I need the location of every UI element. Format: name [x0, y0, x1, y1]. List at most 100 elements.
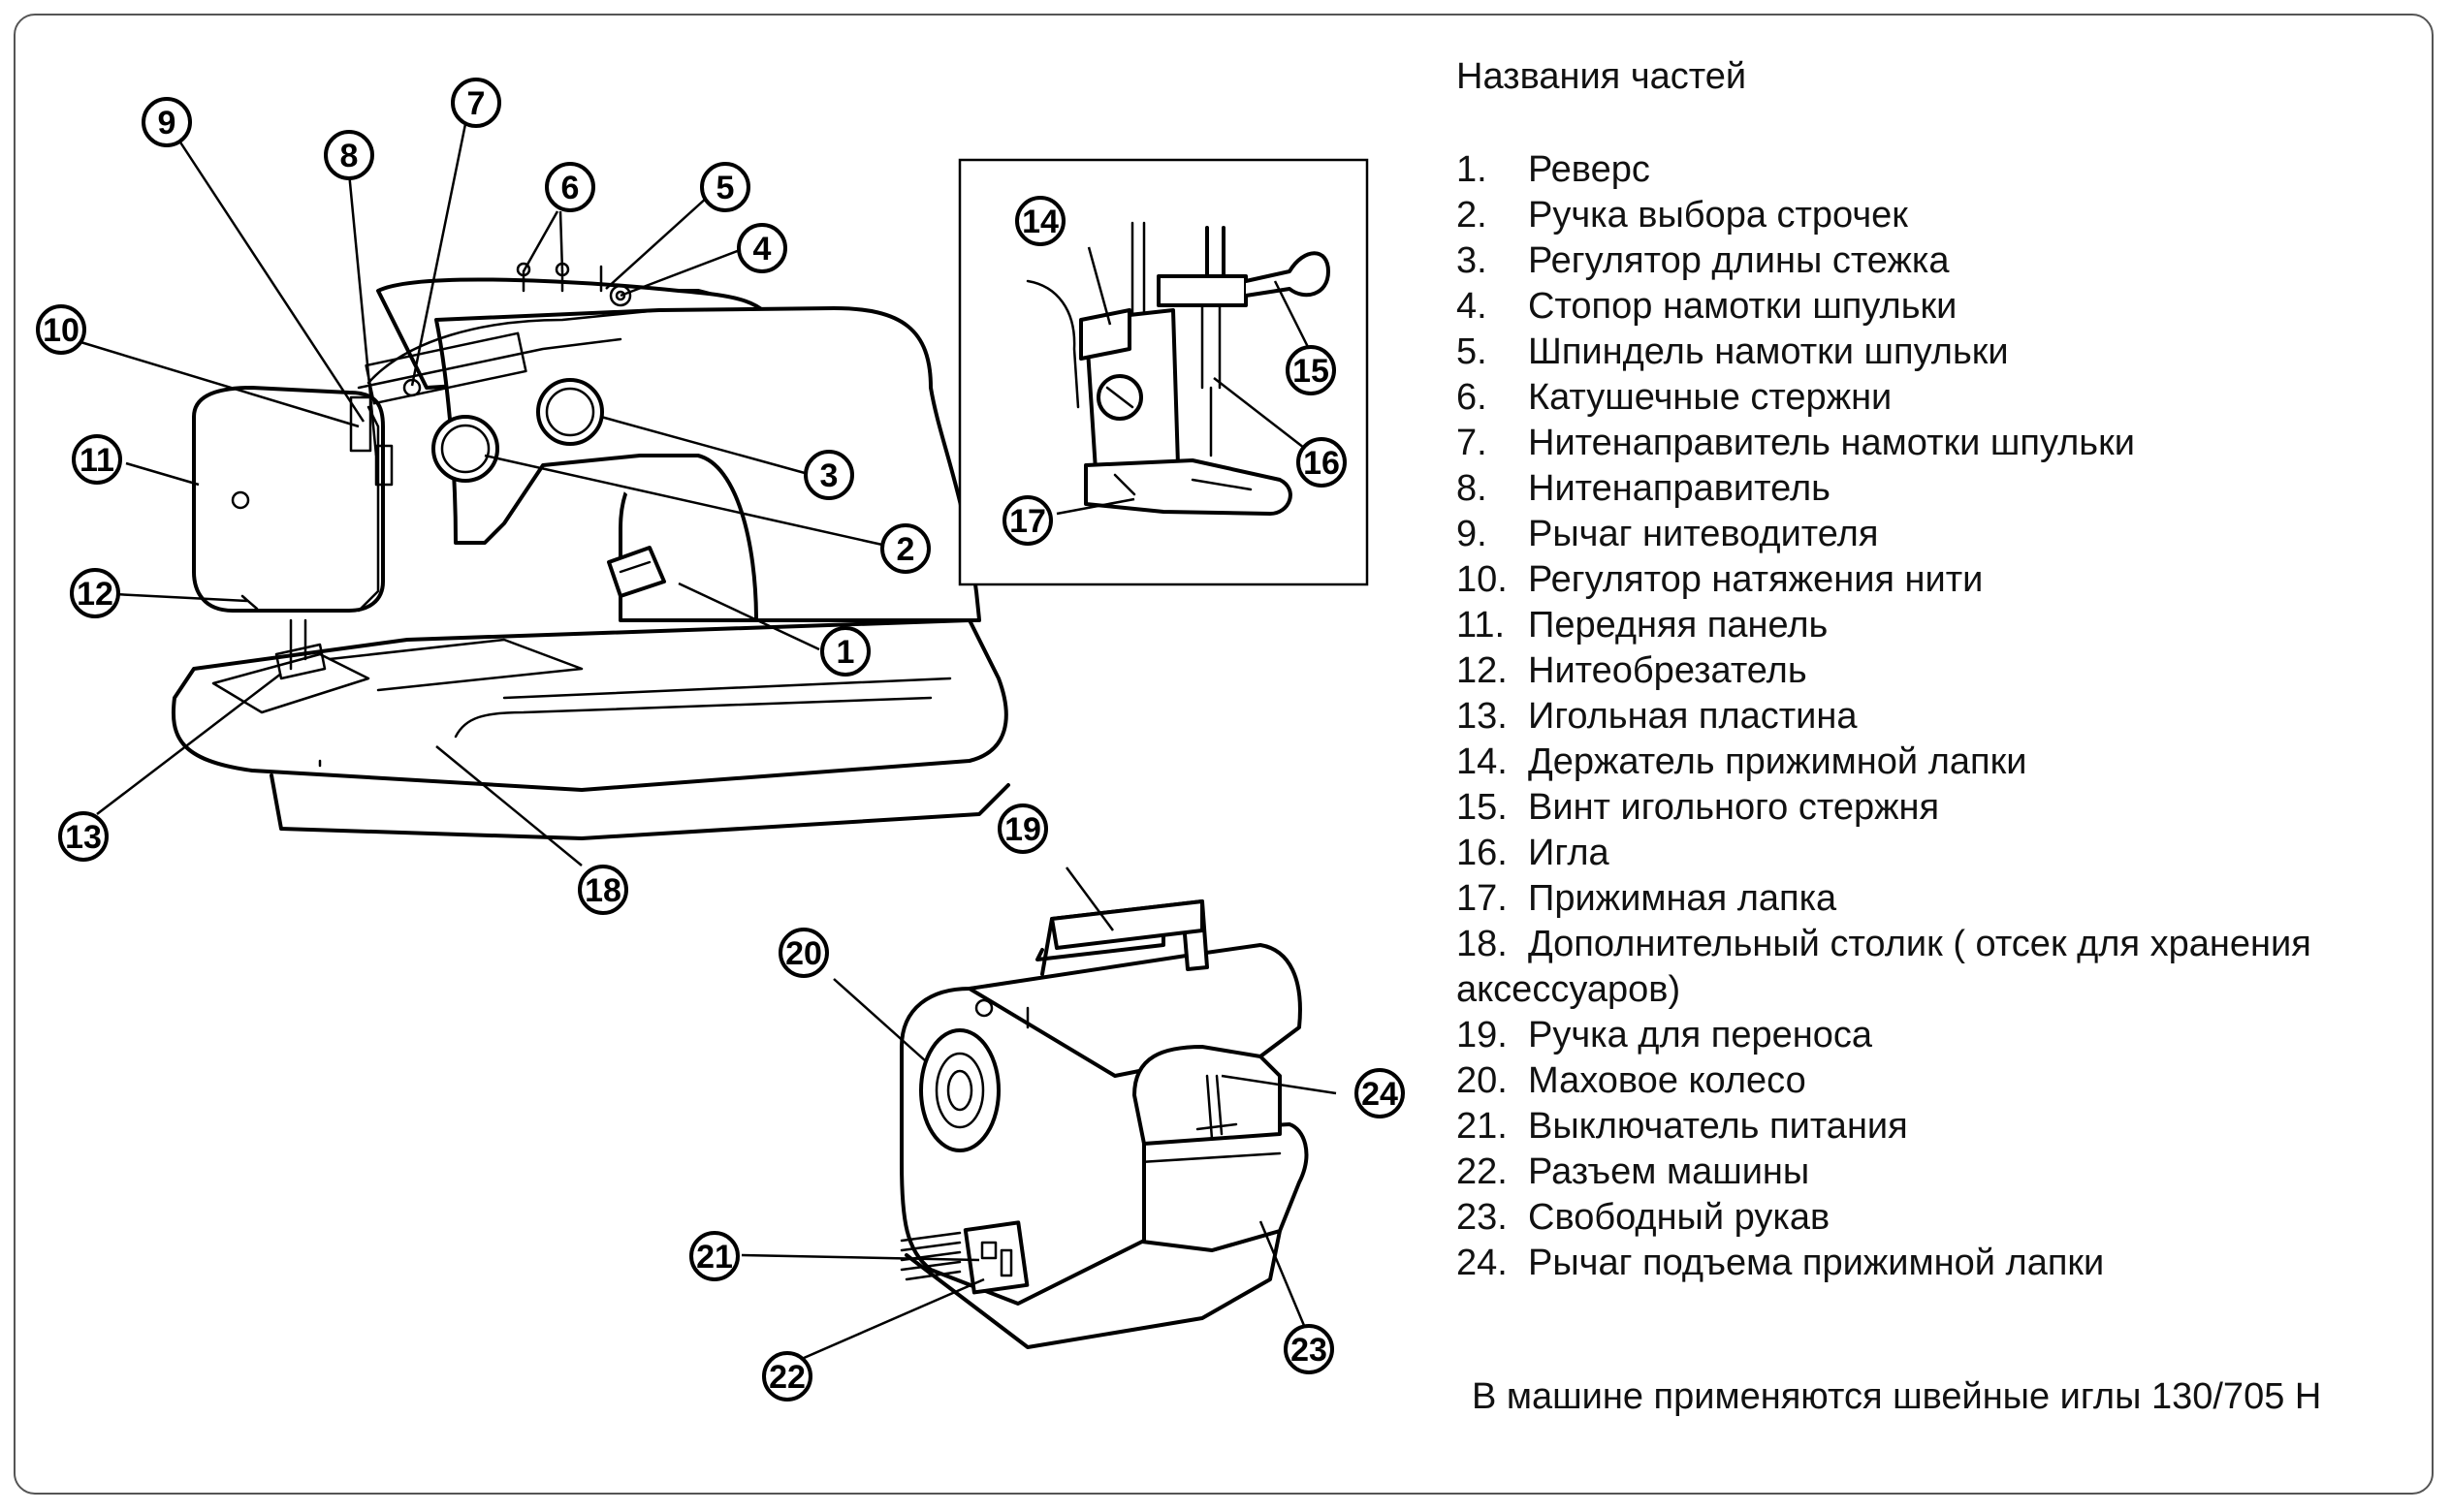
svg-text:14: 14 [1022, 204, 1059, 240]
part-item: 21. Выключатель питания [1456, 1104, 2416, 1150]
part-item: 11. Передняя панель [1456, 603, 2416, 648]
part-label: Держатель прижимной лапки [1528, 741, 2027, 782]
part-number: 4. [1456, 286, 1487, 327]
part-label: Нитенаправитель [1528, 468, 1830, 509]
part-item: 18.Дополнительный столик ( отсек для хра… [1456, 922, 2416, 1013]
part-item: 4. Стопор намотки шпульки [1456, 284, 2416, 330]
part-number: 12. [1456, 650, 1508, 691]
svg-text:16: 16 [1303, 445, 1340, 482]
svg-text:2: 2 [897, 531, 915, 568]
part-label: Винт игольного стержня [1528, 787, 1940, 828]
callout-14: 14 [1015, 196, 1066, 246]
part-item: 9. Рычаг нитеводителя [1456, 512, 2416, 557]
callout-12: 12 [70, 568, 120, 618]
part-item: 20. Маховое колесо [1456, 1058, 2416, 1104]
page-border [14, 14, 2434, 1495]
svg-text:11: 11 [80, 442, 114, 479]
part-item: 17.Прижимная лапка [1456, 876, 2416, 922]
part-item: 14. Держатель прижимной лапки [1456, 740, 2416, 785]
part-label: Маховое колесо [1528, 1060, 1806, 1101]
part-number: 3. [1456, 240, 1487, 281]
part-label: Стопор намотки шпульки [1528, 286, 1958, 327]
svg-text:21: 21 [696, 1239, 733, 1276]
callout-9: 9 [142, 97, 192, 147]
svg-text:17: 17 [1009, 503, 1046, 540]
part-item: 13. Игольная пластина [1456, 694, 2416, 740]
callout-18: 18 [578, 865, 628, 915]
machine-back-view [741, 866, 1337, 1364]
part-number: 13. [1456, 696, 1508, 737]
callout-19: 19 [998, 803, 1048, 854]
part-item: 6. Катушечные стержни [1456, 375, 2416, 421]
callout-11: 11 [72, 434, 122, 485]
part-label: Выключатель питания [1528, 1106, 1908, 1147]
part-number: 9. [1456, 514, 1487, 554]
part-item: 12. Нитеобрезатель [1456, 648, 2416, 694]
part-label: Передняя панель [1528, 605, 1829, 646]
part-number: 11. [1456, 605, 1506, 646]
part-label: Шпиндель намотки шпульки [1528, 331, 2009, 372]
part-label: Ручка выбора строчек [1528, 195, 1908, 236]
svg-text:5: 5 [716, 170, 735, 206]
callout-6: 6 [545, 162, 595, 212]
callout-8: 8 [324, 130, 374, 180]
callout-21: 21 [689, 1231, 740, 1281]
svg-text:8: 8 [340, 138, 359, 174]
part-item: 23.Свободный рукав [1456, 1195, 2416, 1241]
part-label: Нитенаправитель намотки шпульки [1528, 423, 2135, 463]
part-item: 16. Игла [1456, 831, 2416, 876]
part-item: 7. Нитенаправитель намотки шпульки [1456, 421, 2416, 466]
parts-list: 1.Реверс 2.Ручка выбора строчек 3.Регуля… [1456, 147, 2416, 1286]
callout-4: 4 [737, 223, 787, 273]
part-number: 14. [1456, 741, 1508, 782]
part-item: 15.Винт игольного стержня [1456, 785, 2416, 831]
callout-10: 10 [36, 304, 86, 355]
svg-text:4: 4 [753, 231, 772, 268]
part-item: 3.Регулятор длины стежка [1456, 238, 2416, 284]
svg-text:22: 22 [769, 1359, 806, 1396]
part-label: Нитеобрезатель [1528, 650, 1807, 691]
part-item: 2. Ручка выбора строчек [1456, 193, 2416, 238]
part-number: 18. [1456, 924, 1508, 964]
part-label: Игольная пластина [1528, 696, 1858, 737]
callout-2: 2 [880, 523, 931, 574]
callout-3: 3 [804, 450, 854, 500]
svg-text:24: 24 [1361, 1076, 1398, 1113]
part-item: 10. Регулятор натяжения нити [1456, 557, 2416, 603]
part-number: 7. [1456, 423, 1487, 463]
part-number: 10. [1456, 559, 1508, 600]
part-number: 6. [1456, 377, 1487, 418]
part-label: Игла [1528, 833, 1609, 873]
svg-text:7: 7 [467, 85, 486, 122]
callout-17: 17 [1003, 495, 1053, 546]
part-label: Разъем машины [1528, 1151, 1810, 1192]
callout-23: 23 [1284, 1324, 1334, 1374]
part-number: 16. [1456, 833, 1508, 873]
part-label: Реверс [1528, 149, 1650, 190]
callout-16: 16 [1296, 437, 1347, 488]
part-number: 24. [1456, 1243, 1508, 1283]
svg-text:13: 13 [65, 819, 102, 856]
needle-note: В машине применяются швейные иглы 130/70… [1472, 1376, 2322, 1417]
part-label: Рычаг подъема прижимной лапки [1528, 1243, 2105, 1283]
part-number: 8. [1456, 468, 1487, 509]
callout-15: 15 [1286, 345, 1336, 395]
svg-text:9: 9 [158, 105, 176, 142]
part-label: Рычаг нитеводителя [1528, 514, 1879, 554]
part-label: Регулятор натяжения нити [1528, 559, 1984, 600]
part-label: Дополнительный столик ( отсек для хранен… [1456, 924, 2311, 1010]
part-number: 21. [1456, 1106, 1508, 1147]
svg-text:15: 15 [1292, 353, 1329, 390]
part-number: 2. [1456, 195, 1487, 236]
callout-7: 7 [451, 78, 501, 128]
callout-13: 13 [58, 811, 109, 862]
svg-text:3: 3 [820, 457, 839, 494]
part-label: Катушечные стержни [1528, 377, 1893, 418]
svg-text:12: 12 [77, 576, 113, 613]
part-item: 5.Шпиндель намотки шпульки [1456, 330, 2416, 375]
part-number: 20. [1456, 1060, 1508, 1101]
part-label: Свободный рукав [1528, 1197, 1830, 1238]
callout-5: 5 [700, 162, 750, 212]
svg-text:1: 1 [837, 634, 855, 671]
